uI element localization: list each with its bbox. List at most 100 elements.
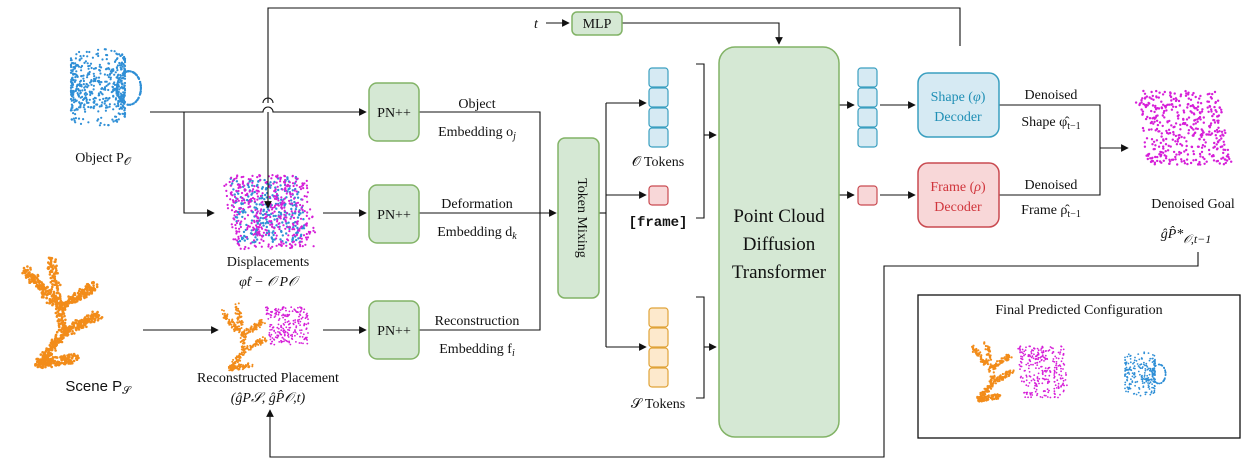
point bbox=[1064, 372, 1067, 374]
point bbox=[1199, 94, 1202, 98]
point bbox=[1029, 355, 1032, 358]
point bbox=[44, 365, 47, 369]
point bbox=[41, 286, 44, 290]
point bbox=[1149, 369, 1152, 371]
point bbox=[113, 73, 116, 76]
point bbox=[1165, 137, 1168, 141]
point bbox=[28, 281, 31, 285]
point bbox=[1162, 147, 1165, 150]
point bbox=[1164, 373, 1167, 376]
point bbox=[1160, 161, 1163, 164]
point bbox=[66, 333, 70, 336]
point bbox=[86, 86, 89, 89]
point bbox=[302, 311, 305, 314]
point bbox=[87, 67, 90, 70]
point bbox=[1189, 125, 1192, 128]
point bbox=[38, 280, 42, 283]
o-token-stack bbox=[648, 67, 669, 148]
point bbox=[996, 360, 999, 363]
point bbox=[1183, 159, 1186, 163]
point bbox=[1128, 367, 1131, 370]
point bbox=[256, 232, 259, 235]
point bbox=[1177, 117, 1180, 120]
point bbox=[242, 207, 245, 211]
point bbox=[260, 208, 263, 211]
point bbox=[1226, 148, 1230, 152]
point bbox=[283, 201, 286, 204]
point bbox=[1129, 358, 1132, 360]
point bbox=[259, 212, 262, 215]
point bbox=[274, 186, 277, 189]
point bbox=[239, 359, 242, 362]
point bbox=[284, 178, 287, 182]
point bbox=[274, 214, 277, 218]
point bbox=[1185, 140, 1188, 143]
point bbox=[1164, 372, 1167, 374]
point bbox=[1207, 110, 1210, 114]
point bbox=[291, 228, 294, 231]
point bbox=[1199, 102, 1203, 105]
point bbox=[983, 397, 986, 400]
point bbox=[1196, 127, 1200, 131]
point bbox=[1130, 378, 1132, 381]
point bbox=[1154, 374, 1156, 376]
point bbox=[122, 105, 125, 108]
point bbox=[1154, 362, 1156, 365]
point bbox=[279, 243, 282, 246]
point bbox=[58, 303, 61, 306]
pn-encoder-object: PN++ bbox=[368, 82, 420, 142]
point bbox=[71, 327, 74, 330]
point bbox=[271, 245, 274, 248]
point bbox=[1037, 352, 1040, 355]
point bbox=[79, 106, 82, 109]
point bbox=[291, 202, 294, 205]
point bbox=[283, 331, 285, 334]
point bbox=[1151, 94, 1155, 98]
point bbox=[1224, 148, 1227, 152]
point bbox=[246, 345, 249, 347]
shape-decoder-line2: Decoder bbox=[934, 110, 982, 125]
point bbox=[295, 341, 297, 343]
point bbox=[304, 223, 307, 226]
point bbox=[268, 195, 271, 198]
point bbox=[77, 117, 81, 120]
point bbox=[275, 192, 278, 196]
point bbox=[295, 238, 298, 242]
point bbox=[268, 209, 271, 212]
point bbox=[1149, 378, 1151, 381]
point bbox=[1041, 369, 1044, 372]
point bbox=[74, 357, 78, 360]
point bbox=[299, 324, 301, 326]
point bbox=[311, 216, 314, 219]
output-o-token bbox=[857, 127, 878, 148]
point bbox=[1030, 396, 1032, 399]
point bbox=[1133, 392, 1136, 395]
point bbox=[260, 341, 263, 344]
point bbox=[265, 215, 268, 218]
point bbox=[263, 198, 266, 201]
point bbox=[1034, 390, 1037, 393]
point bbox=[81, 89, 84, 92]
point bbox=[1174, 155, 1177, 159]
point bbox=[247, 348, 250, 351]
point bbox=[988, 350, 991, 353]
point bbox=[239, 247, 242, 250]
point bbox=[120, 64, 123, 67]
point bbox=[1215, 137, 1218, 140]
point bbox=[250, 345, 253, 348]
point bbox=[234, 361, 237, 363]
point bbox=[294, 224, 297, 228]
point bbox=[1154, 104, 1157, 108]
point bbox=[61, 316, 64, 319]
point bbox=[83, 92, 86, 96]
point bbox=[292, 184, 295, 188]
point bbox=[238, 327, 241, 330]
point bbox=[47, 261, 50, 264]
point bbox=[50, 338, 54, 342]
point bbox=[272, 230, 275, 233]
point bbox=[1168, 158, 1171, 161]
point bbox=[1125, 368, 1128, 371]
point bbox=[70, 84, 73, 87]
point bbox=[71, 76, 74, 79]
point bbox=[1041, 396, 1044, 399]
